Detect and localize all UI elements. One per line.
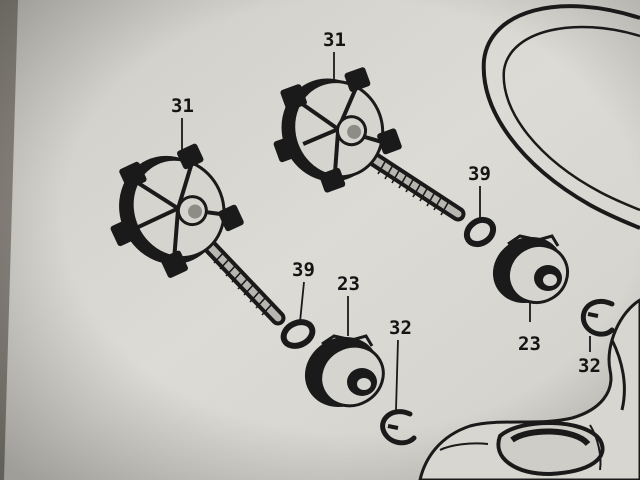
callout-clip-left: 32 <box>389 317 412 339</box>
nut-right <box>492 234 570 305</box>
knob-left <box>110 143 286 326</box>
knob-upper <box>273 67 466 222</box>
washer-left <box>280 319 316 349</box>
leader-lines <box>181 52 591 411</box>
callout-knob-upper: 31 <box>323 29 346 51</box>
callout-washer-left: 39 <box>292 259 315 281</box>
callout-clip-right: 32 <box>578 355 601 377</box>
washer-right <box>463 216 497 248</box>
clip-left <box>380 409 417 446</box>
callout-nut-left: 23 <box>337 273 360 295</box>
callout-washer-right: 39 <box>468 163 491 185</box>
housing-part <box>418 298 640 480</box>
gasket-outline <box>481 4 640 230</box>
nut-left <box>304 334 385 408</box>
callout-nut-right: 23 <box>518 333 541 355</box>
callout-knob-left: 31 <box>171 95 194 117</box>
clip-right <box>580 298 615 337</box>
